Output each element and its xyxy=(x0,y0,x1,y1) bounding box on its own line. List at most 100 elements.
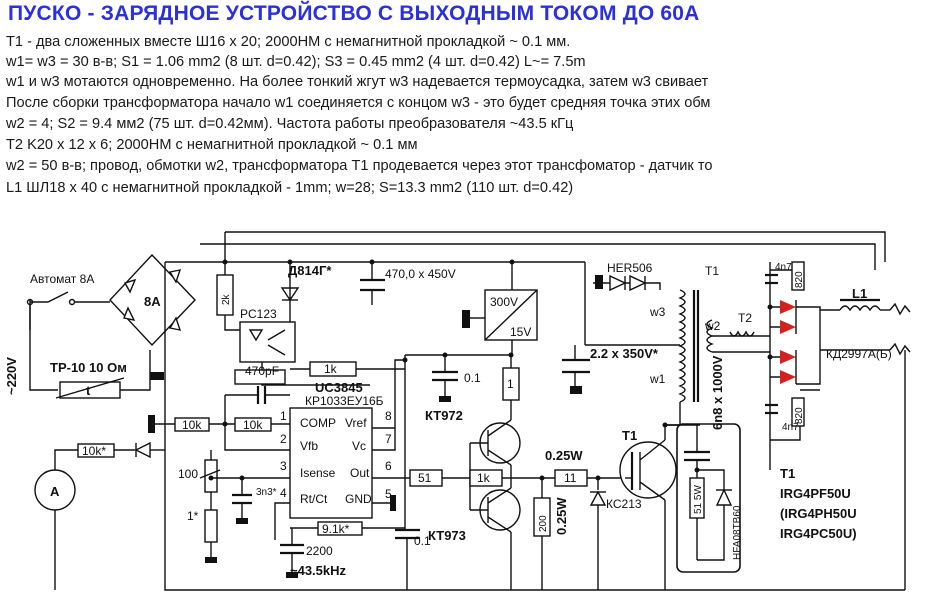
optocoupler-label: PC123 xyxy=(240,307,277,321)
snubber-group: 51 5W HFA08TB60 xyxy=(665,423,743,573)
mains-input: Автомат 8А ~220V t ТР-10 10 Ом xyxy=(4,272,151,399)
snubber-d-label: HFA08TB60 xyxy=(732,505,743,560)
note-line-7: w2 = 50 в-в; провод, обмотки w2, трансфо… xyxy=(6,158,713,174)
r10k-a-label: 10k xyxy=(182,418,202,432)
pin-4: 4 xyxy=(280,486,287,500)
pin-gnd: GND xyxy=(345,492,372,506)
r9k1-label: 9.1k* xyxy=(322,522,350,536)
aux-ps-out-label: 15V xyxy=(510,325,531,339)
snubber-box xyxy=(676,423,741,573)
cap-3n3-label: 3n3* xyxy=(256,487,277,498)
junction-dots xyxy=(208,259,773,481)
r200-label: 200 xyxy=(538,515,549,532)
pin-isense: Isense xyxy=(300,466,336,480)
zener-kc213-label: КС213 xyxy=(606,497,642,511)
igbt-ref-label: T1 xyxy=(622,428,637,443)
optocoupler xyxy=(239,321,296,363)
r1-star-label: 1* xyxy=(187,509,199,523)
pin-comp: COMP xyxy=(300,416,336,430)
c4n7-bottom-label: 4n7 xyxy=(782,422,799,433)
breaker-label: Автомат 8А xyxy=(30,272,94,286)
ic-alt-name: КР1033ЕУ16Б xyxy=(305,394,384,408)
ic-name: UC3845 xyxy=(315,380,363,395)
bulk-capacitor: 470,0 x 450V xyxy=(360,262,456,305)
r1k-mid-label: 1k xyxy=(477,471,491,485)
timing-network: 9.1k* 2200 ~43.5kHz 0.1 xyxy=(274,502,431,590)
note-line-3: w1 и w3 мотаются одновременно. На более … xyxy=(6,74,709,90)
note-line-1: T1 - два сложенных вместе Ш16 х 20; 2000… xyxy=(6,34,571,50)
kt973-label: КТ973 xyxy=(428,528,466,543)
aux-ps-in-label: 300V xyxy=(490,295,518,309)
pin-2: 2 xyxy=(280,432,287,446)
frame-wires xyxy=(164,231,906,591)
pin-5: 5 xyxy=(385,487,392,501)
thermistor-label: ТР-10 10 Ом xyxy=(50,360,127,375)
w1-label: w1 xyxy=(649,372,666,386)
diode-bridge: 8А xyxy=(109,253,196,380)
her506-label: HER506 xyxy=(607,261,653,275)
cap-2200-label: 2200 xyxy=(306,544,333,558)
aux-power-supply: 300V 15V xyxy=(405,262,538,356)
kt972-label: КТ972 xyxy=(425,408,463,423)
hv-cap-label: 2.2 x 350V* xyxy=(590,346,659,361)
pin-8: 8 xyxy=(385,409,392,423)
bulk-cap-label: 470,0 x 450V xyxy=(385,267,456,281)
transformer-t2: T2 xyxy=(712,262,771,470)
feedback-section: 2k Д814Г* PC123 xyxy=(216,262,370,386)
r200-power-label: 0.25W xyxy=(554,497,569,535)
driver-stage: 0.1 1 КТ972 КТ973 51 1k 0.25W 11 200 0.2… xyxy=(409,355,642,590)
r820-bottom-label: 820 xyxy=(794,407,805,424)
pin-vfb: Vfb xyxy=(300,439,318,453)
mains-label: ~220V xyxy=(4,357,19,395)
pin-1: 1 xyxy=(280,409,287,423)
zener-label: Д814Г* xyxy=(288,263,332,278)
page-title: ПУСКО - ЗАРЯДНОЕ УСТРОЙСТВО С ВЫХОДНЫМ Т… xyxy=(8,2,700,25)
note-line-5: w2 = 4; S2 = 9.4 мм2 (75 шт. d=0.42мм). … xyxy=(6,116,574,132)
t2-label: T2 xyxy=(738,311,752,325)
resistor-2k-label: 2k xyxy=(221,293,232,305)
t1-rating-label: 6n8 x 1000V xyxy=(710,355,725,430)
pin-3: 3 xyxy=(280,459,287,473)
note-line-2: w1= w3 = 30 в-в; S1 = 1.06 mm2 (8 шт. d=… xyxy=(6,54,586,70)
input-network: 10k 10k A 10k* 100 1* 3n3* xyxy=(34,395,290,590)
pin-vc: Vc xyxy=(352,439,366,453)
w3-label: w3 xyxy=(649,305,666,319)
pwm-controller: 470pF 1k UC3845 КР1033ЕУ16Б COMP Vref Vf… xyxy=(225,355,410,530)
rectifier-diode-label: КД2997А(Б) xyxy=(826,347,892,361)
r11-power-label: 0.25W xyxy=(545,448,583,463)
bridge-label: 8А xyxy=(144,294,161,309)
transformer-t1: T1 HER506 w3 w1 w2 6n8 x 1000V xyxy=(593,261,725,430)
frequency-label: ~43.5kHz xyxy=(290,563,347,578)
cap-01-top-label: 0.1 xyxy=(464,371,481,385)
note-line-8: L1 ШЛ18 x 40 с немагнитной прокладкой - … xyxy=(6,180,574,196)
hv-capacitor: 2.2 x 350V* xyxy=(562,344,680,394)
r10k-star-label: 10k* xyxy=(82,444,106,458)
inductor-l1-label: L1 xyxy=(852,286,867,301)
uc3845-chip xyxy=(289,407,373,519)
pin-vref: Vref xyxy=(345,416,367,430)
igbt-part-1: IRG4PF50U xyxy=(780,486,851,501)
c4n7-top-label: 4n7 xyxy=(775,262,792,273)
r51-label: 51 xyxy=(418,471,432,485)
r10k-b-label: 10k xyxy=(243,418,263,432)
pin-rtct: Rt/Ct xyxy=(300,492,328,506)
w2-label: w2 xyxy=(704,319,721,333)
r820-top-label: 820 xyxy=(794,271,805,288)
r1-label: 1 xyxy=(507,377,514,391)
igbt-switch: T1 xyxy=(619,425,677,590)
ammeter-label: A xyxy=(50,484,60,499)
igbt-symbol xyxy=(619,441,677,499)
pin-7: 7 xyxy=(385,432,392,446)
note-line-4: После сборки трансформатора начало w1 со… xyxy=(6,95,711,111)
pin-out: Out xyxy=(350,466,370,480)
t1-label: T1 xyxy=(705,264,719,278)
pin-6: 6 xyxy=(385,459,392,473)
note-line-6: T2 K20 x 12 x 6; 2000НМ с немагнитной пр… xyxy=(6,137,418,153)
cap-470pf-label: 470pF xyxy=(245,364,279,378)
igbt-list-title: T1 xyxy=(780,466,795,481)
r1k-top-label: 1k xyxy=(324,362,338,376)
igbt-part-3: IRG4PC50U) xyxy=(780,526,857,541)
thermistor-symbol: t xyxy=(86,383,91,398)
igbt-part-2: (IRG4PH50U xyxy=(780,506,857,521)
